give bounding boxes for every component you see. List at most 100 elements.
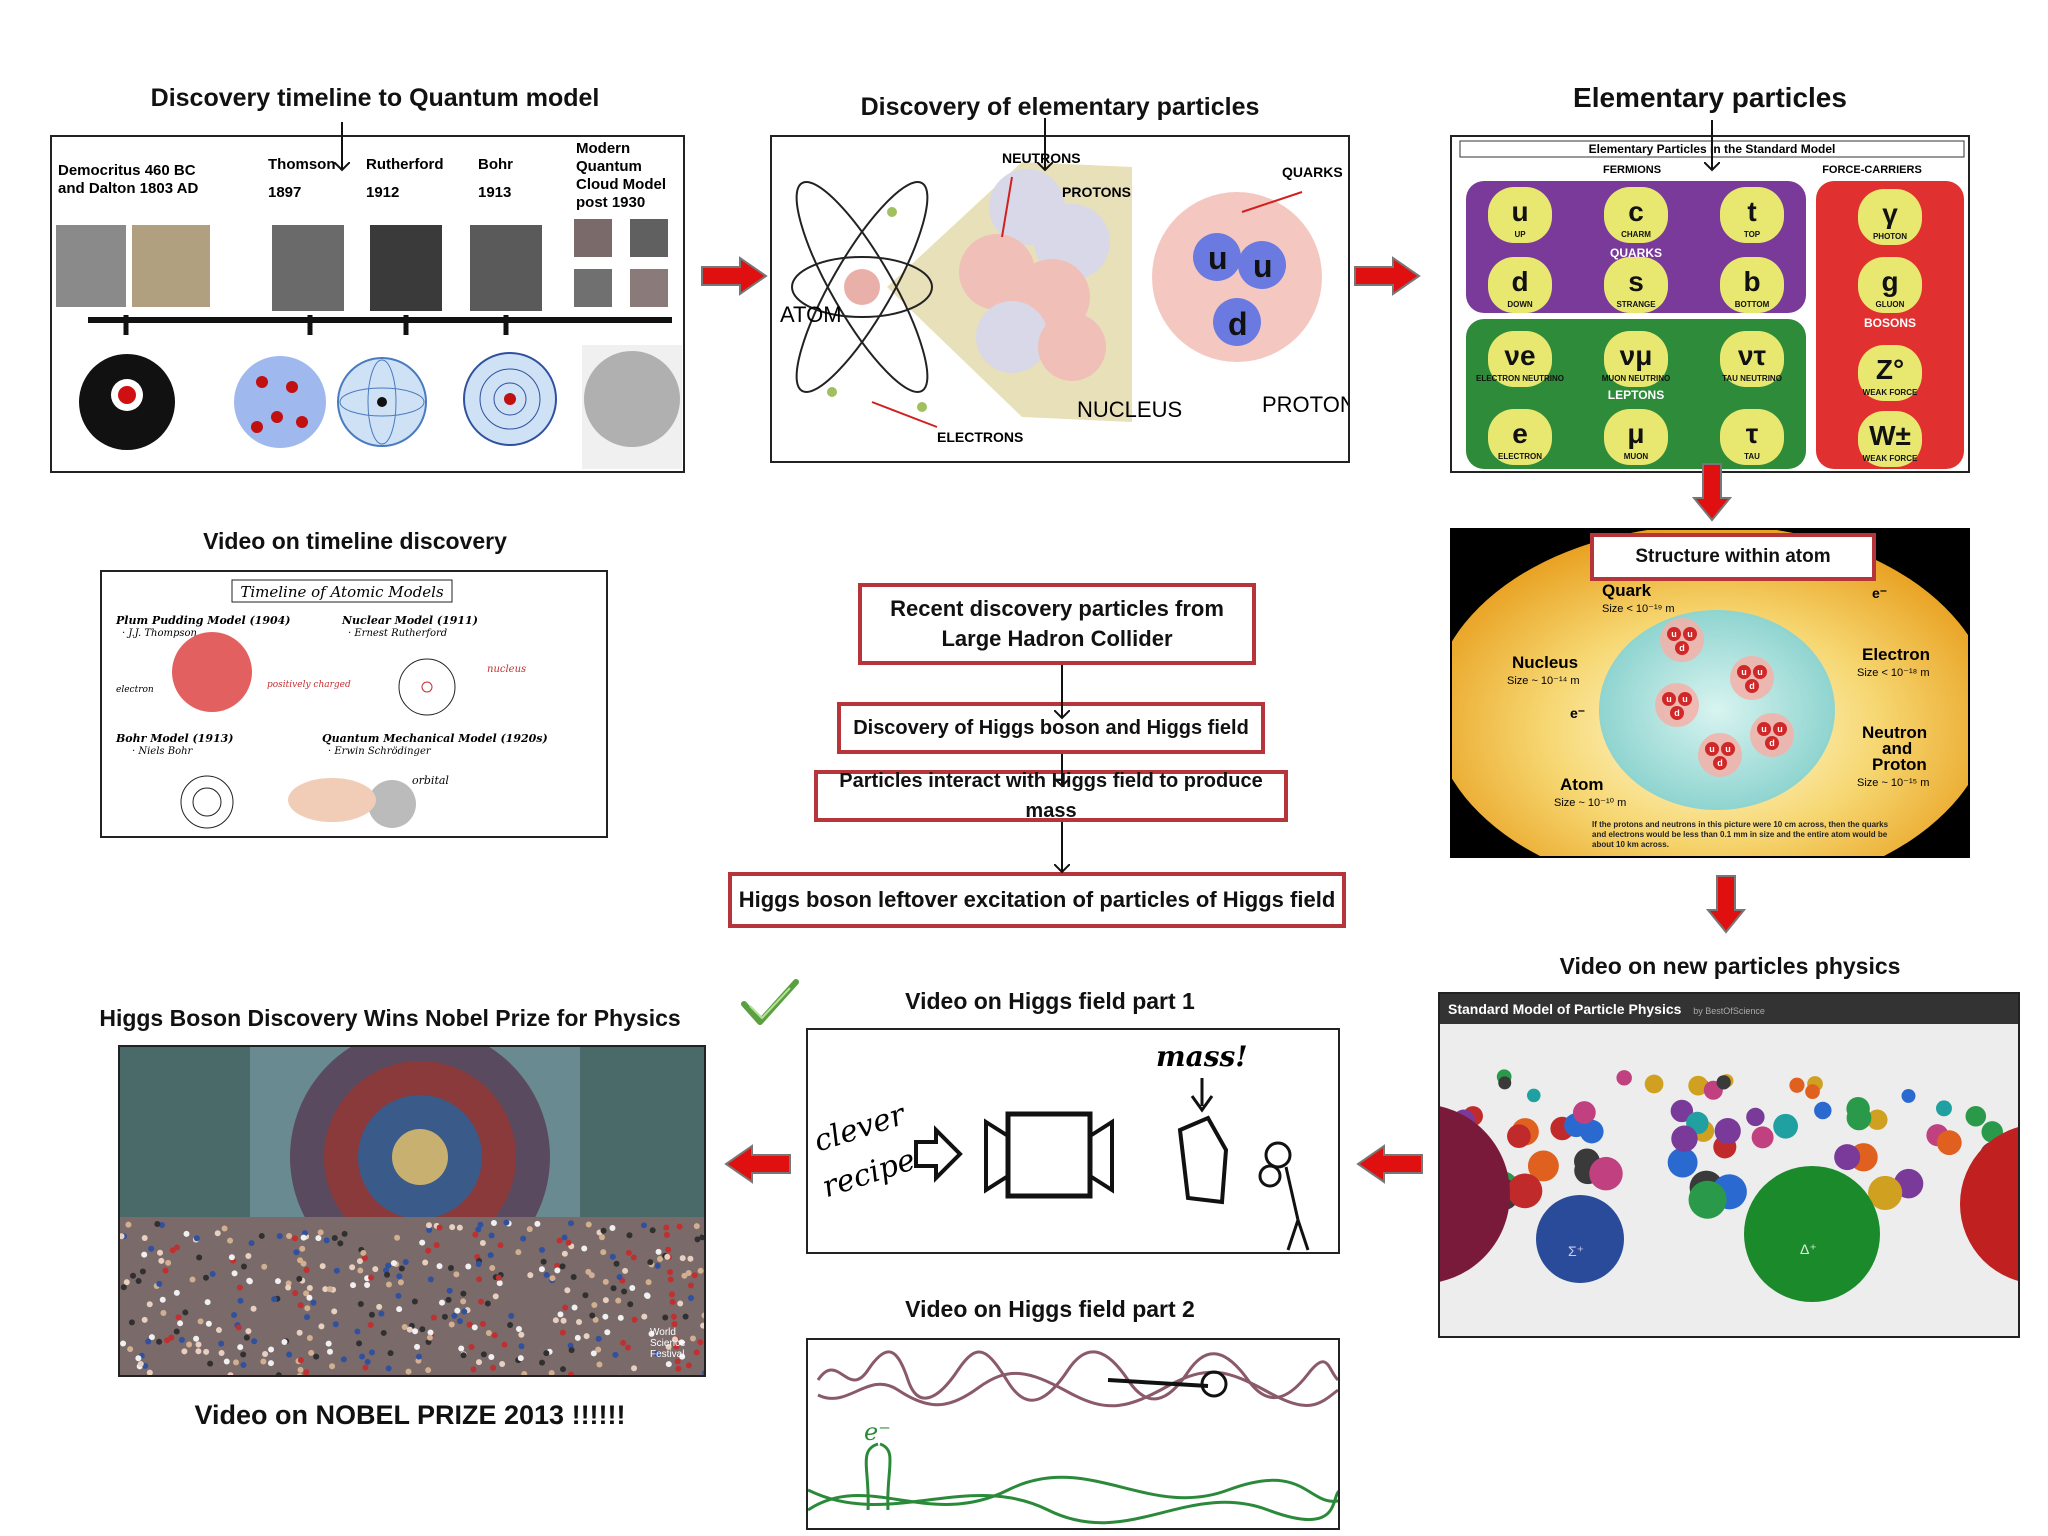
new-particles-video-panel[interactable]: Standard Model of Particle Physics by Be… <box>1438 992 2020 1338</box>
quark-tile-name: CHARM <box>1621 230 1651 239</box>
crowd-person <box>315 1235 322 1242</box>
crowd-person <box>673 1343 680 1350</box>
crowd-person <box>189 1276 196 1283</box>
crowd-person <box>665 1246 672 1253</box>
title-nobel-video: Video on NOBEL PRIZE 2013 !!!!!! <box>194 1400 626 1430</box>
crowd-person <box>293 1249 300 1256</box>
crowd-person <box>261 1263 268 1270</box>
crowd-person <box>157 1249 164 1256</box>
crowd-person <box>297 1257 304 1264</box>
crowd-person <box>356 1258 363 1265</box>
timeline-panel[interactable]: Democritus 460 BC and Dalton 1803 AD Tho… <box>50 135 685 473</box>
higgs-field-1-video-panel[interactable]: clever recipe mass! <box>806 1028 1340 1254</box>
crowd-person <box>333 1267 340 1274</box>
crowd-person <box>245 1253 252 1260</box>
atom-diagram-panel[interactable]: u u d ATOM NEUTRONS PROTONS QUARKS NUCLE… <box>770 135 1350 463</box>
crowd-person <box>419 1326 426 1333</box>
crowd-person <box>591 1301 598 1308</box>
crowd-person <box>490 1364 497 1371</box>
nobel-video-panel[interactable]: World Science Festival <box>118 1045 706 1377</box>
particle-ball <box>1498 1076 1512 1090</box>
portrait-democritus <box>56 225 126 307</box>
portrait-rutherford <box>370 225 442 311</box>
crowd-person <box>430 1314 437 1321</box>
crowd-person <box>451 1312 458 1319</box>
boson-tile <box>1858 411 1922 467</box>
quark-tile <box>1488 257 1552 313</box>
label-nucleus: Nucleus <box>1512 653 1578 672</box>
particle-ball <box>1936 1130 1962 1156</box>
crowd-person <box>297 1357 304 1364</box>
crowd-person <box>218 1340 225 1347</box>
video-timeline-panel[interactable]: Timeline of Atomic Models Plum Pudding M… <box>100 570 608 838</box>
particle-ball <box>1965 1105 1987 1127</box>
crowd-person <box>168 1334 175 1341</box>
crowd-person <box>570 1274 577 1281</box>
particle-ball <box>1572 1101 1596 1124</box>
crowd-person <box>322 1286 329 1293</box>
crowd-person <box>477 1221 484 1228</box>
crowd-person <box>631 1365 638 1372</box>
crowd-person <box>175 1314 182 1321</box>
crowd-person <box>195 1348 202 1355</box>
label-modern-1: Modern <box>576 140 630 157</box>
crowd-person <box>625 1344 632 1351</box>
quark-dot <box>1683 627 1697 641</box>
crowd-person <box>679 1353 686 1360</box>
check-mark-icon <box>741 979 799 1025</box>
crowd-person <box>490 1219 497 1226</box>
sm-force-carriers-label: FORCE-CARRIERS <box>1822 164 1922 176</box>
higgs-field-2-video-panel[interactable]: e⁻ <box>806 1338 1340 1530</box>
standard-model-panel[interactable]: Elementary Particles in the Standard Mod… <box>1450 135 1970 473</box>
crowd-person <box>610 1285 617 1292</box>
interact-box: Particles interact with Higgs field to p… <box>814 770 1288 822</box>
crowd-person <box>667 1269 674 1276</box>
crowd-person <box>647 1259 654 1266</box>
label-atom: ATOM <box>780 302 842 327</box>
quark-dot <box>1705 742 1719 756</box>
crowd-person <box>526 1226 533 1233</box>
quark-tile-name: UP <box>1514 230 1526 239</box>
crowd-person <box>308 1349 315 1356</box>
wb-bohr-author: · Niels Bohr <box>132 746 194 757</box>
crowd-person <box>488 1232 495 1239</box>
electron-sketch-label: e⁻ <box>864 1418 891 1446</box>
crowd-person <box>364 1282 371 1289</box>
crowd-person <box>292 1290 299 1297</box>
crowd-person <box>419 1239 426 1246</box>
quark-dot <box>1667 627 1681 641</box>
quark-tile <box>1488 187 1552 243</box>
sigma-label: Σ⁺ <box>1568 1243 1584 1259</box>
crowd-person <box>300 1234 307 1241</box>
crowd-person <box>575 1319 582 1326</box>
crowd-person <box>487 1252 494 1259</box>
crowd-person <box>296 1373 303 1375</box>
crowd-person <box>549 1275 556 1282</box>
title-timeline: Discovery timeline to Quantum model <box>150 84 600 112</box>
nucleon <box>1660 618 1704 662</box>
crowd-person <box>340 1356 347 1363</box>
crowd-person <box>297 1302 304 1309</box>
crowd-person <box>485 1329 492 1336</box>
crowd-person <box>296 1329 303 1336</box>
crowd-person <box>368 1311 375 1318</box>
crowd-person <box>411 1298 418 1305</box>
crowd-person <box>137 1360 144 1367</box>
crowd-person <box>395 1292 402 1299</box>
crowd-person <box>604 1329 611 1336</box>
crowd-person <box>543 1271 550 1278</box>
crowd-person <box>396 1306 403 1313</box>
quark-dot-label: u <box>1682 694 1688 704</box>
crowd-person <box>677 1300 684 1307</box>
crowd-person <box>426 1226 433 1233</box>
portrait-modern-1 <box>574 219 612 257</box>
crowd-person <box>376 1303 383 1310</box>
crowd-person <box>169 1247 176 1254</box>
quark-tile-name: TOP <box>1744 230 1761 239</box>
wb-nuclear: Nuclear Model (1911) <box>341 614 478 627</box>
label-bohr-year: 1913 <box>478 184 511 201</box>
crowd-person <box>562 1304 569 1311</box>
particle-ball <box>1644 1074 1664 1094</box>
structure-footnote: If the protons and neutrons in this pict… <box>1592 820 1889 849</box>
